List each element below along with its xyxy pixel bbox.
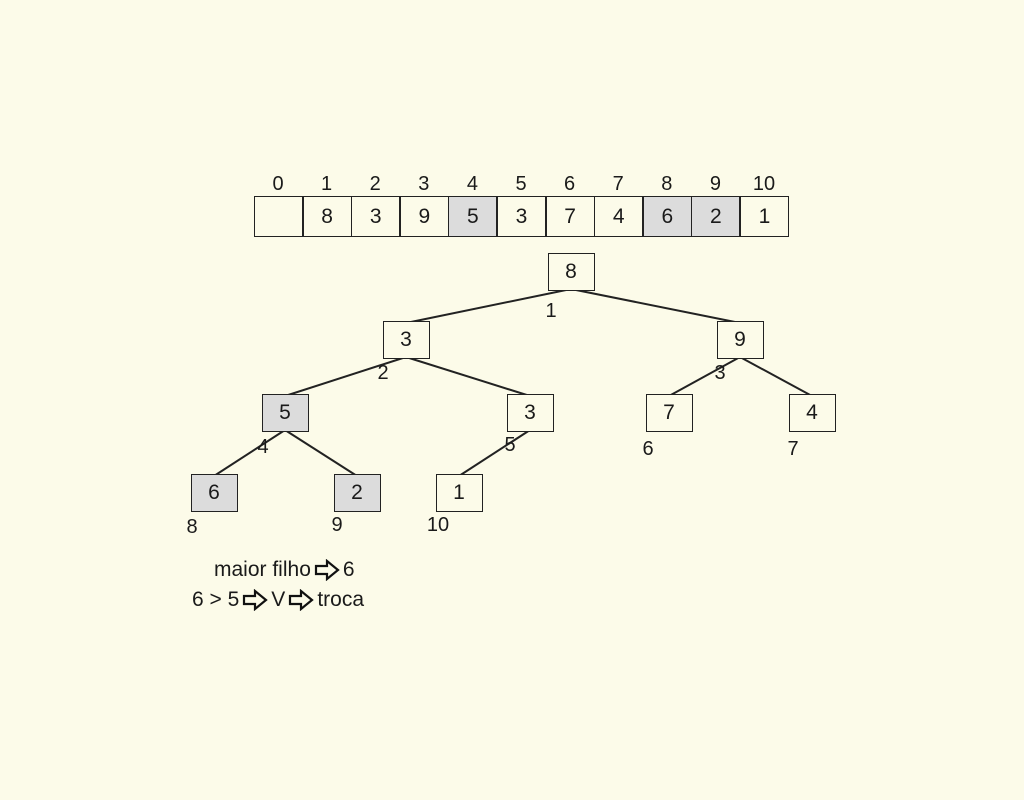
cropped-index-2: 2 bbox=[351, 628, 399, 630]
array-index-3: 3 bbox=[418, 173, 430, 195]
tree-node-3: 9 bbox=[716, 321, 764, 359]
tree-node-6: 7 bbox=[645, 394, 693, 432]
array-index-5: 5 bbox=[515, 173, 527, 195]
tree-node-index-10: 10 bbox=[426, 514, 450, 536]
array-index-10: 10 bbox=[752, 173, 776, 195]
cropped-index-3: 3 bbox=[400, 628, 448, 630]
array-cell-2: 3 bbox=[351, 196, 401, 237]
tree-edge-4 bbox=[668, 356, 741, 397]
array-index-7: 7 bbox=[612, 173, 624, 195]
array-cell-4: 5 bbox=[448, 196, 498, 237]
array-index-0: 0 bbox=[272, 173, 284, 195]
tree-edge-2 bbox=[284, 356, 407, 397]
cropped-index-1: 1 bbox=[303, 628, 351, 630]
cropped-next-array-indices: 012345678910 bbox=[250, 620, 790, 630]
cropped-index-7: 7 bbox=[594, 628, 642, 630]
note-compare: 6 > 5 bbox=[192, 588, 240, 611]
array-cell-1: 8 bbox=[302, 196, 352, 237]
tree-edge-8 bbox=[458, 429, 531, 477]
cropped-index-6: 6 bbox=[546, 628, 594, 630]
tree-node-index-2: 2 bbox=[377, 362, 389, 384]
array-cell-9: 2 bbox=[691, 196, 741, 237]
cropped-index-5: 5 bbox=[497, 628, 545, 630]
array-cell-8: 6 bbox=[642, 196, 692, 237]
cropped-index-10: 10 bbox=[740, 628, 788, 630]
note-comparison: 6 > 5 V troca bbox=[192, 588, 364, 612]
tree-node-7: 4 bbox=[788, 394, 836, 432]
array-index-8: 8 bbox=[661, 173, 673, 195]
array-cell-6: 7 bbox=[545, 196, 595, 237]
array-cell-10: 1 bbox=[740, 196, 789, 237]
note-value: 6 bbox=[342, 558, 355, 581]
tree-edge-6 bbox=[213, 429, 286, 477]
note-largest-child: maior filho 6 bbox=[214, 558, 355, 582]
array-index-1: 1 bbox=[321, 173, 333, 195]
arrow-icon bbox=[314, 559, 340, 581]
note-label: maior filho bbox=[214, 558, 311, 581]
cropped-index-4: 4 bbox=[448, 628, 496, 630]
tree-node-index-7: 7 bbox=[787, 438, 799, 460]
array-cell-3: 9 bbox=[399, 196, 449, 237]
cropped-index-8: 8 bbox=[643, 628, 691, 630]
tree-node-index-9: 9 bbox=[331, 514, 343, 536]
tree-edge-1 bbox=[570, 288, 741, 324]
array-index-4: 4 bbox=[466, 173, 478, 195]
tree-node-2: 3 bbox=[382, 321, 430, 359]
arrow-icon bbox=[243, 589, 269, 611]
array-index-6: 6 bbox=[564, 173, 576, 195]
array-cell-0 bbox=[254, 196, 303, 237]
array-index-2: 2 bbox=[369, 173, 381, 195]
tree-edge-5 bbox=[739, 356, 813, 397]
tree-node-index-4: 4 bbox=[257, 436, 269, 458]
cropped-index-0: 0 bbox=[254, 628, 302, 630]
tree-node-index-8: 8 bbox=[186, 516, 198, 538]
tree-edge-7 bbox=[284, 429, 358, 477]
tree-edge-0 bbox=[405, 288, 572, 324]
tree-node-index-5: 5 bbox=[504, 434, 516, 456]
tree-node-8: 6 bbox=[190, 474, 238, 512]
array-cell-7: 4 bbox=[594, 196, 644, 237]
tree-node-10: 1 bbox=[435, 474, 483, 512]
tree-node-index-6: 6 bbox=[642, 438, 654, 460]
note-action: troca bbox=[317, 588, 364, 611]
array-index-9: 9 bbox=[709, 173, 721, 195]
tree-node-1: 8 bbox=[547, 253, 595, 291]
note-result: V bbox=[271, 588, 286, 611]
tree-node-5: 3 bbox=[506, 394, 554, 432]
tree-node-index-1: 1 bbox=[545, 300, 557, 322]
cropped-index-9: 9 bbox=[691, 628, 739, 630]
tree-node-9: 2 bbox=[333, 474, 381, 512]
tree-edge-3 bbox=[405, 356, 531, 397]
array-cell-5: 3 bbox=[497, 196, 546, 237]
tree-node-index-3: 3 bbox=[714, 362, 726, 384]
arrow-icon bbox=[289, 589, 315, 611]
tree-node-4: 5 bbox=[261, 394, 309, 432]
